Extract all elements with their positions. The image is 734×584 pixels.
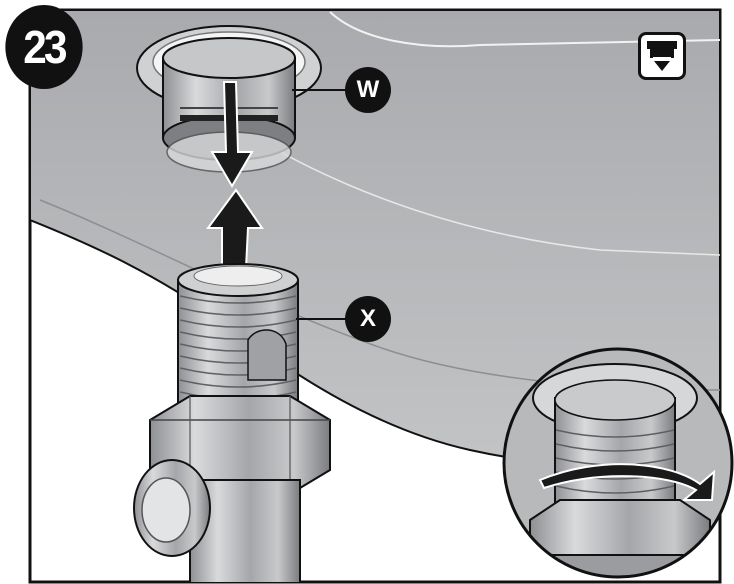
inset-detail bbox=[504, 349, 732, 577]
callout-x-label: X bbox=[359, 305, 376, 332]
callout-x: X bbox=[345, 296, 391, 342]
basin-rim-line bbox=[329, 11, 720, 48]
inset-circle-border bbox=[502, 347, 734, 579]
down-arrow bbox=[210, 81, 254, 188]
step-number-badge: 23 bbox=[5, 5, 83, 89]
step-number: 23 bbox=[23, 21, 67, 73]
faucet-icon-graphic bbox=[647, 41, 677, 71]
rotate-arrow bbox=[538, 463, 716, 501]
callout-w-label: W bbox=[356, 76, 380, 103]
up-arrow bbox=[206, 188, 264, 269]
callout-w: W bbox=[345, 67, 391, 113]
faucet-drain-down-icon bbox=[638, 32, 686, 80]
